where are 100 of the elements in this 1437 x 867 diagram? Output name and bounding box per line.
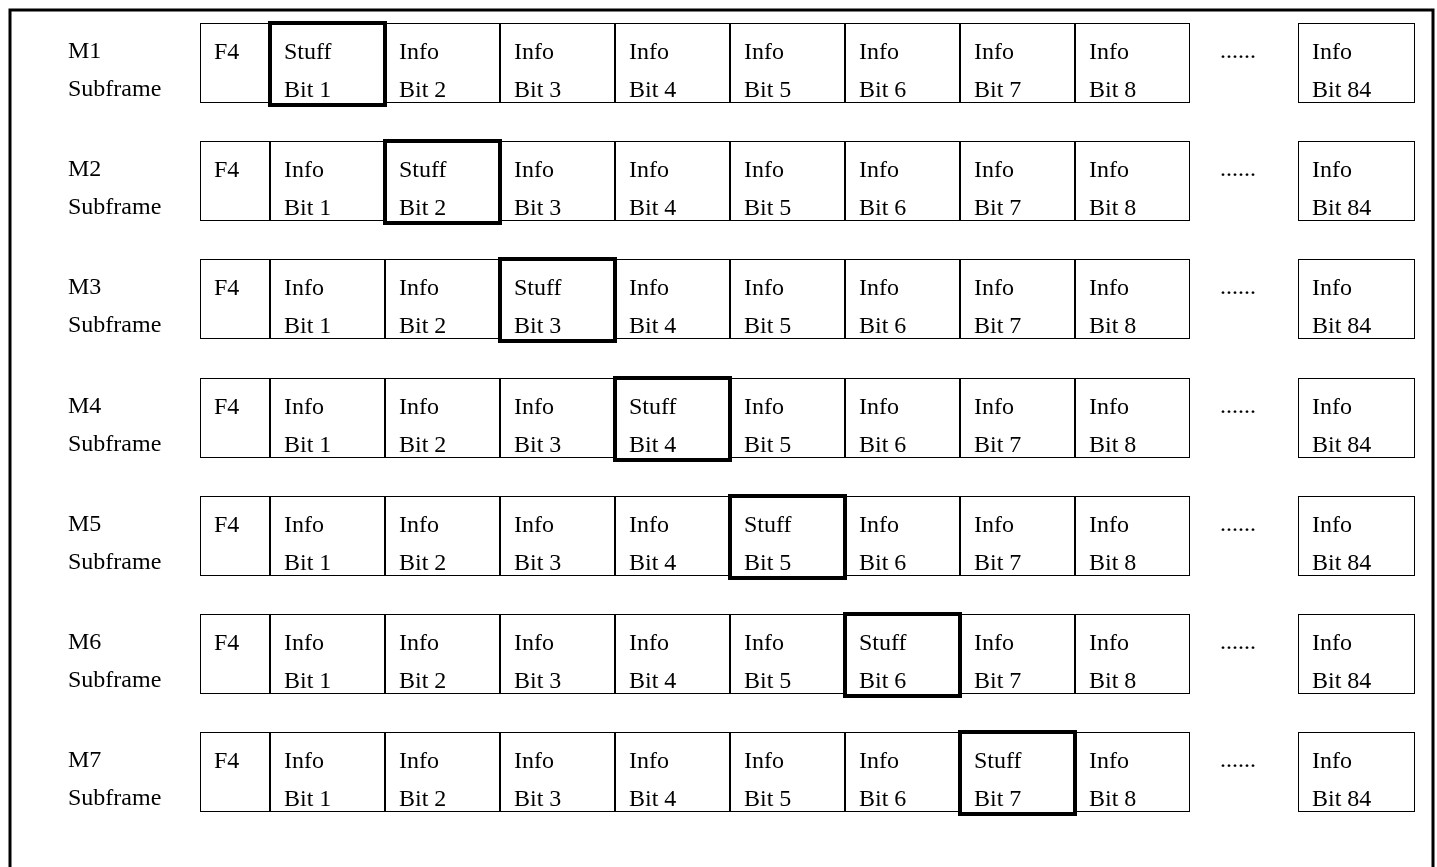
bit-cell bbox=[845, 23, 960, 103]
bit-cell bbox=[843, 612, 962, 698]
bit-cell bbox=[615, 141, 730, 222]
bit-cell bbox=[845, 495, 960, 576]
row-label: M6 Subframe bbox=[68, 627, 163, 694]
row-label: M4 Subframe bbox=[68, 390, 163, 458]
ellipsis: ...... bbox=[1220, 272, 1256, 302]
cell-text: Info Bit 1 bbox=[284, 155, 333, 223]
bit-cell bbox=[728, 493, 847, 580]
bit-cell bbox=[1075, 141, 1190, 222]
bit-cell bbox=[385, 377, 500, 458]
bit-cell bbox=[845, 141, 960, 222]
bit-cell bbox=[960, 495, 1075, 576]
cell-text: Info Bit 5 bbox=[744, 155, 793, 223]
cell-text: Info Bit 4 bbox=[629, 746, 678, 814]
cell-text: Info Bit 4 bbox=[629, 273, 678, 341]
bit-cell bbox=[200, 614, 270, 694]
cell-text: Info Bit 7 bbox=[974, 155, 1023, 223]
cell-text: Info Bit 7 bbox=[974, 509, 1023, 577]
bit-cell bbox=[270, 377, 385, 458]
cell-text: Info Bit 1 bbox=[284, 509, 333, 577]
bit-cell bbox=[500, 614, 615, 694]
cell-text: F4 bbox=[214, 746, 241, 776]
bit-cell bbox=[730, 23, 845, 103]
ellipsis: ...... bbox=[1220, 508, 1256, 538]
bit-cell bbox=[500, 23, 615, 103]
cell-text: Stuff Bit 6 bbox=[859, 628, 908, 695]
bit-cell bbox=[385, 614, 500, 694]
bit-cell bbox=[615, 614, 730, 694]
bit-cell bbox=[1298, 495, 1415, 576]
row-label: M2 Subframe bbox=[68, 154, 163, 222]
cell-text: Info Bit 5 bbox=[744, 746, 793, 814]
ellipsis: ...... bbox=[1220, 154, 1256, 184]
bit-cell bbox=[385, 732, 500, 813]
ellipsis: ...... bbox=[1220, 745, 1256, 775]
bit-cell bbox=[615, 732, 730, 813]
bit-cell bbox=[1298, 259, 1415, 340]
cell-text: Info Bit 3 bbox=[514, 391, 563, 459]
cell-text: Stuff Bit 2 bbox=[399, 155, 448, 223]
bit-cell bbox=[200, 23, 270, 103]
bit-cell bbox=[200, 377, 270, 458]
cell-text: Info Bit 8 bbox=[1089, 628, 1138, 695]
cell-text: F4 bbox=[214, 391, 241, 421]
cell-text: Info Bit 3 bbox=[514, 746, 563, 814]
cell-text: Info Bit 4 bbox=[629, 37, 678, 104]
cell-text: Info Bit 3 bbox=[514, 37, 563, 104]
cell-text: Info Bit 6 bbox=[859, 509, 908, 577]
cell-text: Info Bit 84 bbox=[1312, 37, 1373, 104]
cell-text: Info Bit 7 bbox=[974, 391, 1023, 459]
cell-text: Info Bit 84 bbox=[1312, 273, 1373, 341]
bit-cell bbox=[730, 141, 845, 222]
cell-text: Info Bit 8 bbox=[1089, 155, 1138, 223]
cell-text: Info Bit 3 bbox=[514, 509, 563, 577]
row-label: M1 Subframe bbox=[68, 36, 163, 103]
cell-text: Info Bit 3 bbox=[514, 628, 563, 695]
cell-text: Info Bit 8 bbox=[1089, 746, 1138, 814]
bit-cell bbox=[845, 377, 960, 458]
cell-text: F4 bbox=[214, 509, 241, 539]
cell-text: Stuff Bit 5 bbox=[744, 509, 793, 577]
bit-cell bbox=[200, 259, 270, 340]
cell-text: Info Bit 1 bbox=[284, 391, 333, 459]
bit-cell bbox=[200, 495, 270, 576]
cell-text: Info Bit 84 bbox=[1312, 746, 1373, 814]
bit-cell bbox=[960, 141, 1075, 222]
cell-text: Info Bit 4 bbox=[629, 628, 678, 695]
bit-cell bbox=[200, 141, 270, 222]
bit-cell bbox=[615, 259, 730, 340]
bit-cell bbox=[1298, 141, 1415, 222]
bit-cell bbox=[1075, 259, 1190, 340]
bit-cell bbox=[270, 259, 385, 340]
bit-cell bbox=[385, 259, 500, 340]
cell-text: Info Bit 5 bbox=[744, 391, 793, 459]
cell-text: Info Bit 84 bbox=[1312, 155, 1373, 223]
bit-cell bbox=[1075, 377, 1190, 458]
bit-cell bbox=[500, 732, 615, 813]
cell-text: Info Bit 84 bbox=[1312, 509, 1373, 577]
cell-text: F4 bbox=[214, 155, 241, 185]
bit-cell bbox=[1075, 23, 1190, 103]
cell-text: F4 bbox=[214, 628, 241, 657]
bit-cell bbox=[1075, 495, 1190, 576]
bit-cell bbox=[615, 23, 730, 103]
bit-cell bbox=[1298, 23, 1415, 103]
bit-cell bbox=[845, 732, 960, 813]
bit-cell bbox=[1298, 614, 1415, 694]
cell-text: Info Bit 6 bbox=[859, 273, 908, 341]
cell-text: Info Bit 5 bbox=[744, 628, 793, 695]
cell-text: Info Bit 4 bbox=[629, 509, 678, 577]
bit-cell bbox=[615, 495, 730, 576]
cell-text: Info Bit 7 bbox=[974, 273, 1023, 341]
cell-text: Info Bit 2 bbox=[399, 37, 448, 104]
cell-text: Info Bit 2 bbox=[399, 273, 448, 341]
bit-cell bbox=[960, 377, 1075, 458]
bit-cell bbox=[960, 259, 1075, 340]
bit-cell bbox=[498, 257, 617, 344]
bit-cell bbox=[385, 23, 500, 103]
bit-cell bbox=[845, 259, 960, 340]
bit-cell bbox=[1075, 614, 1190, 694]
cell-text: Stuff Bit 7 bbox=[974, 746, 1023, 814]
cell-text: F4 bbox=[214, 273, 241, 303]
cell-text: Info Bit 5 bbox=[744, 37, 793, 104]
